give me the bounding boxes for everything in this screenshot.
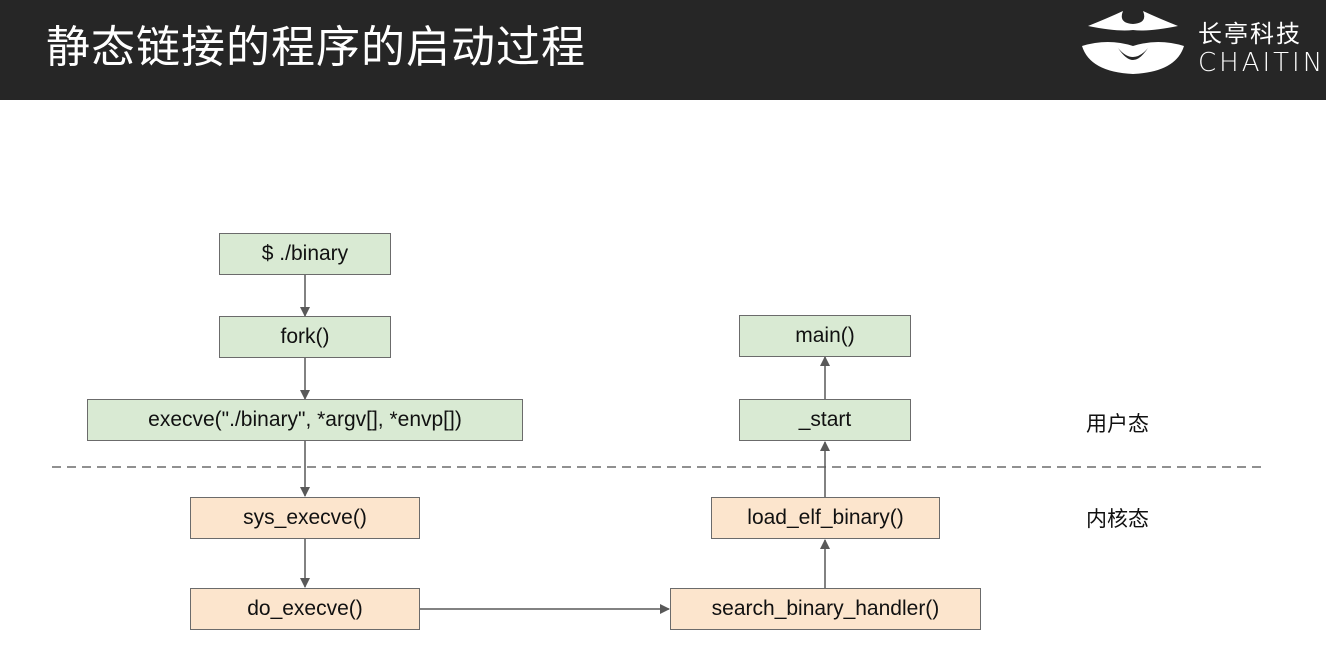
chaitin-logo-mark-icon bbox=[1082, 11, 1184, 74]
node-main: main() bbox=[739, 315, 911, 357]
logo-name-cn: 长亭科技 bbox=[1198, 20, 1302, 48]
slide-title: 静态链接的程序的启动过程 bbox=[46, 22, 586, 73]
node-fork: fork() bbox=[219, 316, 391, 358]
node-sys-execve: sys_execve() bbox=[190, 497, 420, 539]
slide-header: 静态链接的程序的启动过程 长亭科技 CHAITIN bbox=[0, 0, 1326, 100]
node-execve: execve("./binary", *argv[], *envp[]) bbox=[87, 399, 523, 441]
zone-label-user-mode: 用户态 bbox=[1086, 412, 1149, 436]
node-binary: $ ./binary bbox=[219, 233, 391, 275]
node-load-elf-binary: load_elf_binary() bbox=[711, 497, 940, 539]
node-search-binary-handler: search_binary_handler() bbox=[670, 588, 981, 630]
node-do-execve: do_execve() bbox=[190, 588, 420, 630]
node-start: _start bbox=[739, 399, 911, 441]
chaitin-logo: 长亭科技 CHAITIN bbox=[1078, 8, 1322, 86]
logo-name-en: CHAITIN bbox=[1198, 48, 1326, 78]
zone-label-kernel-mode: 内核态 bbox=[1086, 507, 1149, 531]
